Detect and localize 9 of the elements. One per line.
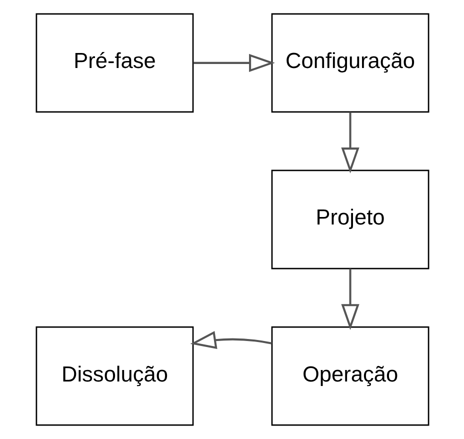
arrow	[190, 331, 272, 349]
node-box: Dissolução	[35, 326, 194, 426]
arrow	[192, 54, 274, 72]
node-box: Projeto	[270, 170, 429, 270]
arrow	[340, 268, 359, 330]
node-box: Operação	[270, 326, 429, 426]
node-box: Configuração	[270, 13, 429, 113]
node-box: Pré-fase	[35, 13, 194, 113]
arrow	[340, 112, 359, 174]
